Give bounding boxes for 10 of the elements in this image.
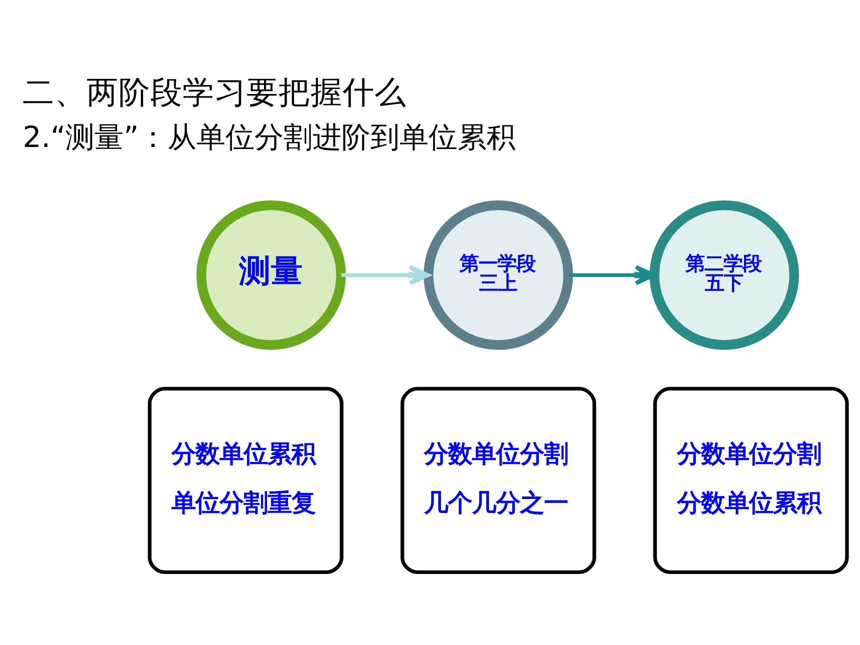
diagram-title: 二、两阶段学习要把握什么 bbox=[22, 74, 407, 111]
arrow bbox=[341, 265, 430, 286]
node-box: 分数单位累积 单位分割重复 bbox=[148, 386, 344, 574]
arrow bbox=[568, 265, 656, 286]
node-circle: 第一学段 三上 bbox=[424, 200, 574, 350]
label: 2.“测量”：从单位分割进阶到单位累积 bbox=[22, 120, 516, 154]
node-circle: 测量 bbox=[196, 200, 346, 350]
node-box: 分数单位分割 分数单位累积 bbox=[653, 386, 849, 574]
node-box: 分数单位分割 几个几分之一 bbox=[400, 386, 596, 574]
node-circle: 第二学段 五下 bbox=[650, 200, 799, 350]
